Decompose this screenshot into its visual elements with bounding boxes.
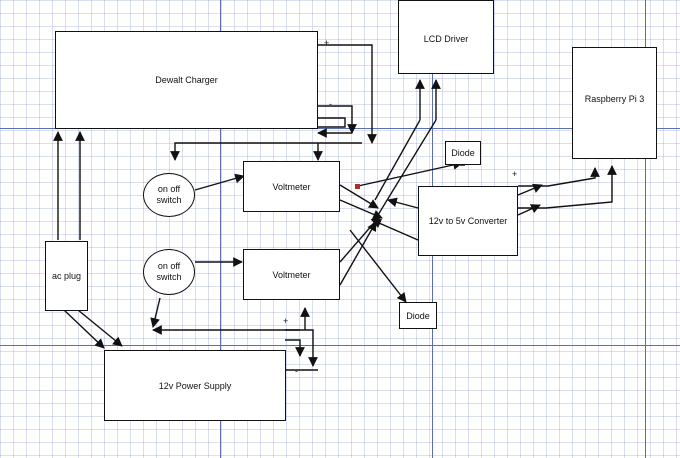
raspberry-pi-label: Raspberry Pi 3 <box>584 94 645 104</box>
grid-major-line <box>645 0 646 458</box>
lcd-driver-label: LCD Driver <box>423 34 469 44</box>
wire-charger-plus <box>318 44 377 144</box>
grid-major-line <box>220 0 221 458</box>
converter-label: 12v to 5v Converter <box>428 216 508 226</box>
voltmeter-bottom-block: Voltmeter <box>243 249 340 300</box>
wire-charger-minus <box>318 105 357 134</box>
power-supply-block: 12v Power Supply <box>104 350 286 421</box>
wire-acplug-supply-1 <box>63 309 105 349</box>
wire-converter-in-2 <box>371 219 419 241</box>
diode-bottom-label: Diode <box>406 310 430 321</box>
diode-top-label: Diode <box>451 148 475 158</box>
converter-plus-sign: + <box>512 169 518 179</box>
grid-major-line <box>0 345 680 346</box>
wire-converter-pi-arrow-2 <box>517 204 541 216</box>
voltmeter-bottom-label: Voltmeter <box>272 269 311 280</box>
wire-diode-top <box>357 160 463 187</box>
wire-switch-down <box>150 297 161 328</box>
dewalt-charger-label: Dewalt Charger <box>155 75 218 85</box>
voltmeter-top-block: Voltmeter <box>243 161 340 212</box>
switch-top-label-2: switch <box>156 195 182 205</box>
wire-converter-pi-arrow-1 <box>517 183 543 196</box>
wire-supply-minus <box>285 339 305 357</box>
grid-major-line <box>0 128 680 129</box>
switch-bottom-label-2: switch <box>156 272 182 282</box>
diode-top-block: Diode <box>445 141 481 165</box>
charger-plus-sign: + <box>324 38 330 48</box>
power-supply-label: 12v Power Supply <box>158 380 232 391</box>
switch-top-label-1: on off <box>157 183 181 194</box>
wire-voltmeter-top-out <box>339 184 379 209</box>
wire-lcd-diagonal-1 <box>374 119 421 201</box>
converter-block: 12v to 5v Converter <box>418 186 518 256</box>
wire-voltmeter-bottom-out-2 <box>339 221 377 286</box>
wire-switch-voltmeter-top <box>194 173 245 191</box>
wire-diode-bottom <box>349 229 407 303</box>
ac-plug-label: ac plug <box>51 271 82 281</box>
wire-converter-in-1 <box>387 197 419 209</box>
supply-plus-sign: + <box>283 316 289 326</box>
voltmeter-top-label: Voltmeter <box>272 181 311 192</box>
wire-voltmeter-bottom-out <box>339 215 381 263</box>
supply-minus-sign: - <box>295 366 298 376</box>
junction-dot <box>355 184 360 189</box>
on-off-switch-top: on off switch <box>143 173 195 217</box>
wire-charger-plus-return <box>170 142 362 161</box>
wire-converter-pi-minus <box>518 165 617 209</box>
wire-voltmeter-top-out-2 <box>339 199 383 220</box>
ac-plug-block: ac plug <box>45 241 88 311</box>
lcd-driver-block: LCD Driver <box>398 0 494 74</box>
diode-bottom-block: Diode <box>399 302 437 329</box>
wire-acplug-supply-2 <box>77 309 123 347</box>
wire-charger-minus-loop <box>318 117 346 128</box>
charger-minus-sign: - <box>329 99 332 109</box>
raspberry-pi-block: Raspberry Pi 3 <box>572 47 657 159</box>
on-off-switch-bottom: on off switch <box>143 249 195 295</box>
wire-supply-plus <box>285 329 318 367</box>
switch-bottom-label-1: on off <box>157 260 181 271</box>
dewalt-charger-block: Dewalt Charger <box>55 31 318 129</box>
wire-converter-pi-plus <box>518 167 600 187</box>
